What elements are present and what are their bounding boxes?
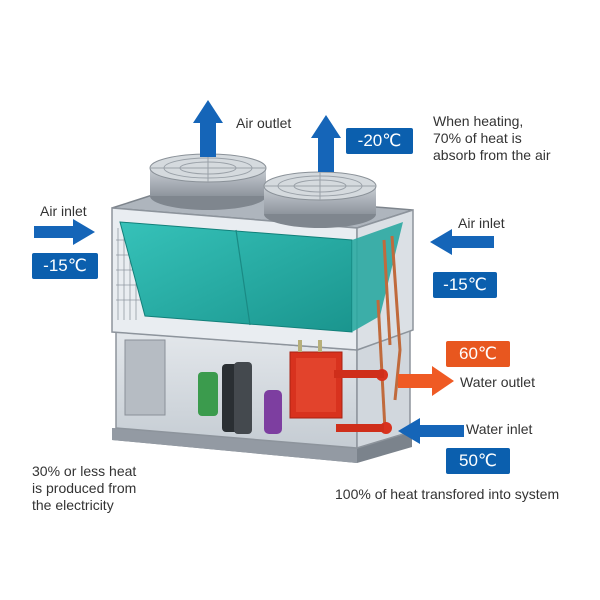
left-arrow-icon [430, 229, 494, 255]
outlet-air-temp-badge: -20℃ [346, 128, 413, 154]
water-out-temp-badge: 60℃ [446, 341, 510, 367]
evaporator-coil [119, 221, 403, 333]
air-inlet-right-label: Air inlet [458, 215, 505, 231]
electricity-note: 30% or less heat is produced from the el… [32, 463, 137, 513]
heating-note: When heating, 70% of heat is absorb from… [433, 113, 551, 163]
left-inlet-temp-badge: -15℃ [32, 253, 98, 279]
water-in-temp-badge: 50℃ [446, 448, 510, 474]
fan-right [263, 171, 377, 228]
unit-base [112, 428, 412, 463]
left-arrow-icon [398, 418, 464, 444]
copper-piping [376, 235, 402, 431]
system-note: 100% of heat transfored into system [335, 486, 560, 502]
air-outlet-label: Air outlet [236, 115, 292, 131]
water-inlet-label: Water inlet [466, 421, 533, 437]
right-arrow-icon [34, 219, 95, 245]
up-arrow-icon [311, 115, 341, 172]
water-outlet-label: Water outlet [460, 374, 535, 390]
right-arrow-icon [398, 366, 454, 396]
fan-left [149, 153, 267, 210]
up-arrow-icon [193, 100, 223, 157]
right-inlet-temp-badge: -15℃ [433, 272, 497, 298]
air-inlet-left-label: Air inlet [40, 203, 87, 219]
internal-components [198, 340, 392, 434]
